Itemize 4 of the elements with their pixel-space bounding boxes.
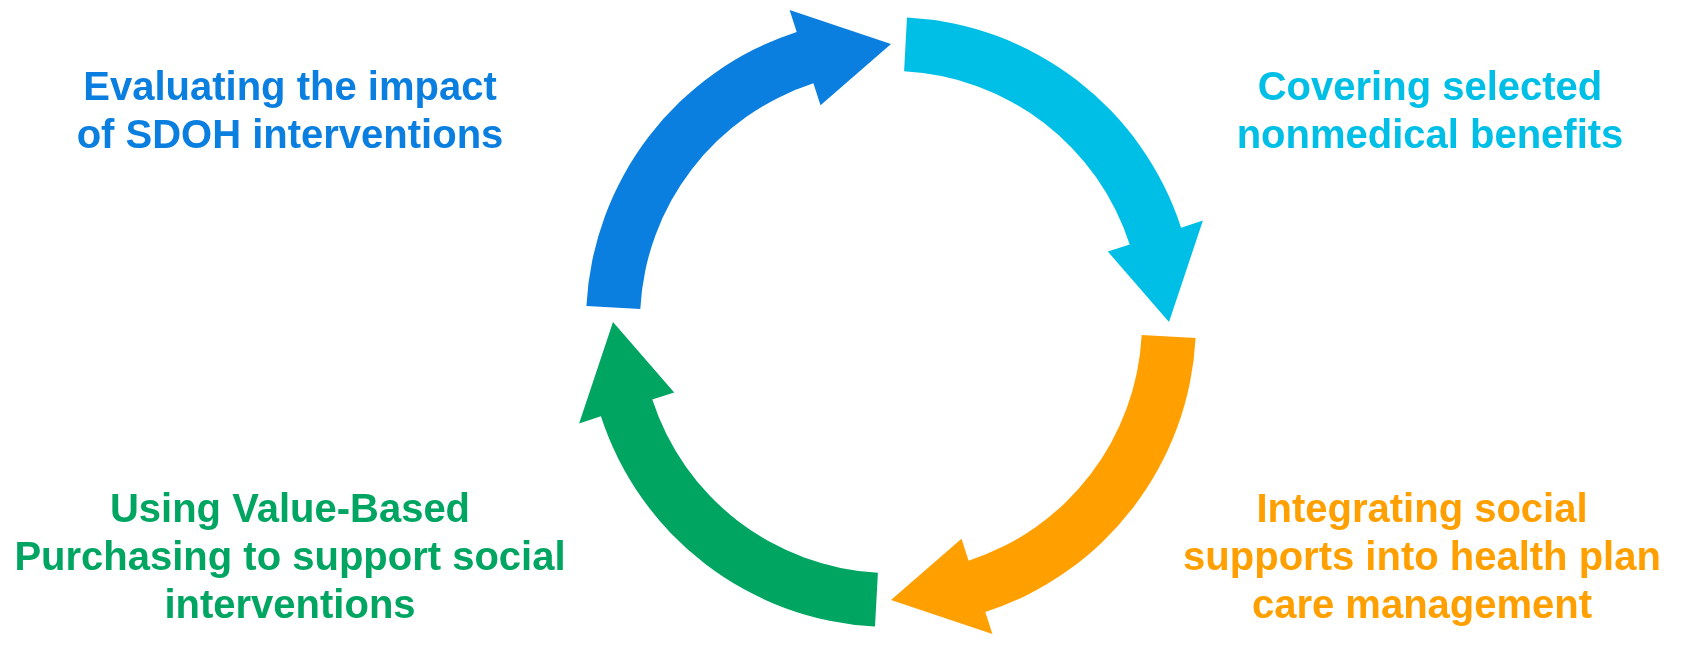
step-label: Using Value-Based Purchasing to support social interventions xyxy=(13,485,567,628)
step-label: Evaluating the impact of SDOH interventions xyxy=(75,63,505,158)
step-label: Integrating social supports into health plan care management xyxy=(1182,485,1662,628)
step-label: Covering selected nonmedical benefits xyxy=(1235,63,1625,158)
